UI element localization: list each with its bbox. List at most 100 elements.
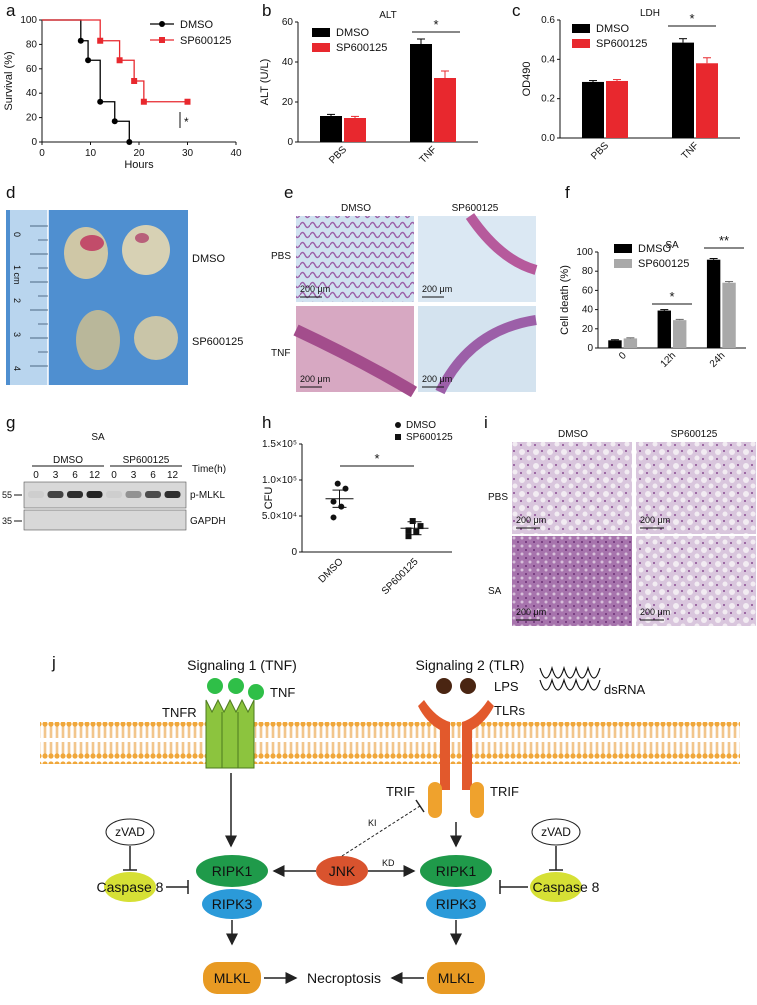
- histology-panel-e: DMSO SP600125 PBS TNF 200 μm 200 μm 200 …: [271, 203, 538, 398]
- cfu-point: [330, 498, 337, 505]
- x-tick-label: 12h: [659, 350, 679, 370]
- trif-left: [428, 782, 442, 818]
- bar-sp600125: [623, 338, 638, 348]
- tnfr-label: TNFR: [162, 705, 197, 720]
- histo-e-scale-3: 200 μm: [300, 374, 330, 384]
- y-tick-label: 60: [26, 64, 38, 75]
- survival-point: [140, 98, 147, 105]
- cfu-point: [405, 527, 412, 534]
- blot-marker-55: 55: [2, 490, 12, 500]
- y-tick-label: 40: [282, 57, 294, 68]
- ripk3-right: [426, 889, 486, 919]
- y-axis-label: Survival (%): [3, 51, 15, 110]
- survival-point: [97, 37, 104, 44]
- chart-title: LDH: [640, 8, 660, 19]
- legend-label: SP600125: [638, 258, 689, 270]
- y-tick-label: 60: [582, 285, 594, 296]
- cfu-point: [405, 533, 412, 540]
- ruler-label-2: 2: [12, 298, 22, 303]
- tnf-label: TNF: [270, 685, 295, 700]
- histo-i-pbs-sp: [636, 442, 756, 534]
- blot-band-pmlkl-lane: [86, 491, 103, 498]
- y-tick-label: 0: [587, 343, 593, 354]
- y-tick-label: 40: [26, 88, 38, 99]
- y-tick-label: 1.5×10⁵: [262, 439, 297, 450]
- bar-dmso: [657, 310, 671, 348]
- survival-point: [131, 78, 138, 84]
- signal1-title: Signaling 1 (TNF): [187, 657, 297, 673]
- bar-dmso: [706, 259, 721, 348]
- caspase8-left: [104, 872, 156, 902]
- jnk: [316, 856, 368, 886]
- survival-point: [85, 57, 92, 64]
- chart-title: SA: [665, 240, 679, 251]
- x-tick-label: PBS: [327, 144, 349, 166]
- blot-marker-35: 35: [2, 516, 12, 526]
- blot-band-pmlkl-lane: [164, 491, 181, 498]
- legend-label: DMSO: [638, 243, 671, 255]
- histo-e-scale-4: 200 μm: [422, 374, 452, 384]
- blot-time-1: 3: [53, 470, 59, 481]
- survival-point: [97, 98, 104, 105]
- x-tick-label: TNF: [680, 140, 702, 162]
- y-tick-label: 0.0: [541, 133, 555, 144]
- y-tick-label: 20: [582, 324, 594, 335]
- x-axis-label: Hours: [124, 159, 154, 171]
- y-tick-label: 0.6: [541, 15, 555, 26]
- blot-time-2: 6: [72, 470, 78, 481]
- cfu-point: [409, 518, 416, 525]
- cfu-point: [417, 523, 424, 530]
- x-tick-label: 24h: [708, 350, 728, 370]
- mlkl-left-label: MLKL: [214, 970, 251, 986]
- survival-point: [126, 139, 133, 145]
- histo-i-sa-sp: [636, 536, 756, 626]
- tlr-receptor-right: [462, 700, 494, 790]
- x-tick-label: 30: [182, 148, 194, 159]
- y-axis-label: CFU: [263, 487, 275, 510]
- panel-label-b: b: [262, 1, 271, 20]
- trif-label-left: TRIF: [386, 784, 415, 799]
- histo-i-scale-4: 200 μm: [640, 607, 670, 617]
- legend-label: DMSO: [406, 420, 436, 431]
- photo-row-dmso: DMSO: [192, 253, 225, 265]
- y-tick-label: 1.0×10⁵: [262, 475, 297, 486]
- significance-star: *: [433, 17, 438, 32]
- blot-band-pmlkl-lane: [28, 491, 44, 498]
- histo-i-pbs-dmso: [512, 442, 632, 534]
- bar-sp600125: [696, 63, 718, 139]
- survival-point: [116, 57, 123, 64]
- y-tick-label: 0: [287, 137, 293, 148]
- legend-label: DMSO: [596, 23, 629, 35]
- zvad-left: [105, 818, 155, 846]
- lps-ligand: [436, 678, 452, 694]
- histo-i-scale-2: 200 μm: [640, 515, 670, 525]
- necroptosis-label: Necroptosis: [307, 970, 381, 986]
- ruler-label-4: 4: [12, 366, 22, 371]
- blot-time-0: 0: [33, 470, 39, 481]
- histology-panel-i: DMSO SP600125 PBS SA 200 μm 200 μm 200 μ…: [488, 429, 756, 626]
- blot-band-pmlkl-lane: [125, 491, 142, 498]
- y-tick-label: 20: [26, 113, 38, 124]
- liver-sp-2: [134, 316, 178, 360]
- y-tick-label: 0: [291, 547, 297, 558]
- panel-label-j: j: [51, 653, 56, 672]
- y-tick-label: 100: [576, 247, 593, 258]
- blot-time-4: 0: [111, 470, 117, 481]
- legend-marker: [159, 37, 165, 43]
- lps-label: LPS: [494, 679, 519, 694]
- y-tick-label: 0: [31, 137, 37, 148]
- blot-time-6: 6: [150, 470, 156, 481]
- blot-band-gapdh: GAPDH: [190, 516, 226, 527]
- x-tick-label: PBS: [589, 140, 611, 162]
- histo-e-pbs-dmso: [296, 216, 414, 302]
- histo-e-row-tnf: TNF: [271, 348, 290, 359]
- caspase8-right-label: Caspase 8: [533, 879, 600, 895]
- survival-point: [77, 37, 84, 44]
- cfu-point: [342, 485, 349, 492]
- cell-membrane: [40, 722, 740, 764]
